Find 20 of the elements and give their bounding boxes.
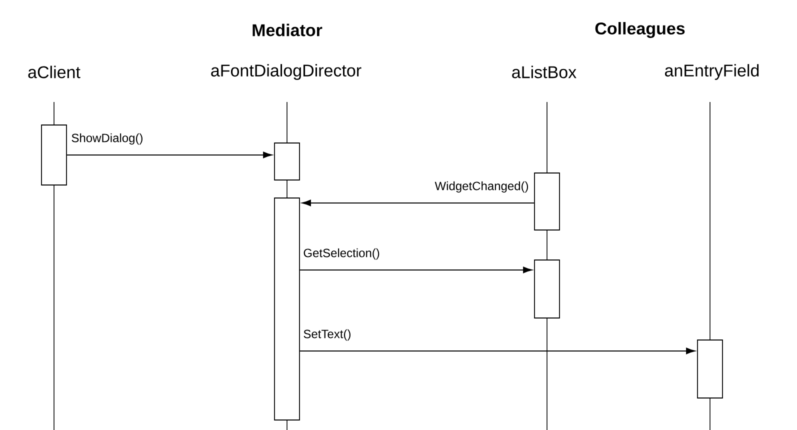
participant-name: anEntryField: [665, 64, 759, 80]
message-label: WidgetChanged(): [434, 180, 530, 194]
group-heading: Colleagues: [595, 22, 685, 38]
group-heading: Mediator: [252, 24, 322, 36]
message-label: GetSelection(): [302, 247, 381, 261]
participant-name: aClient: [28, 66, 80, 78]
message-label: ShowDialog(): [70, 132, 144, 146]
activation-bar: [274, 198, 300, 420]
participant-name: aListBox: [512, 66, 576, 78]
participant-name: aFontDialogDirector: [211, 64, 362, 80]
activation-bar: [534, 260, 560, 318]
activation-bar: [41, 124, 67, 186]
message-arrow: [66, 152, 272, 158]
message-arrow: [300, 348, 696, 354]
message-arrow: [300, 266, 532, 274]
message-arrow: [302, 200, 534, 206]
message-label: SetText(): [302, 328, 352, 342]
activation-bar: [534, 172, 560, 230]
activation-bar: [697, 340, 723, 398]
activation-bar: [274, 142, 300, 180]
